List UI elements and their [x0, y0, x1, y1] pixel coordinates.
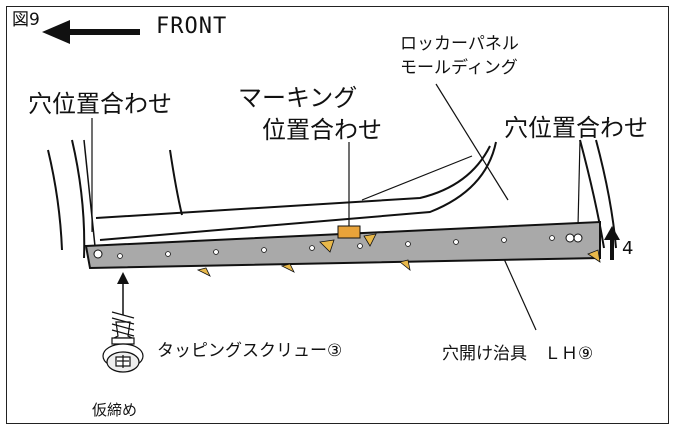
figure-frame	[6, 6, 669, 424]
drill-jig-bar	[84, 220, 601, 270]
marking-label-line2: 位置合わせ	[262, 116, 382, 144]
front-arrow	[42, 20, 140, 44]
screw-insert-arrow	[117, 272, 129, 315]
tapping-screw-label: タッピングスクリュー③	[157, 341, 343, 361]
figure-number: 図9	[12, 10, 40, 30]
drill-jig-label: 穴開け治具 ＬＨ⑨	[442, 344, 594, 364]
temporary-tighten-label: 仮締め	[92, 401, 138, 419]
hole-alignment-right-label: 穴位置合わせ	[504, 114, 648, 142]
rocker-panel-label-line1: ロッカーパネル	[400, 34, 519, 54]
leader-lines	[91, 83, 581, 331]
door-edge-line	[169, 149, 183, 216]
tapping-screw	[102, 311, 144, 373]
hole-alignment-left-label: 穴位置合わせ	[28, 90, 172, 118]
front-direction-label: FRONT	[156, 14, 228, 39]
marking-position-clip	[337, 142, 361, 239]
step-number-label: 4	[622, 238, 634, 259]
upward-arrow	[604, 226, 620, 260]
rocker-panel-label-line2: モールディング	[400, 58, 518, 78]
moulding-clips	[196, 233, 601, 277]
marking-label-line1: マーキング	[238, 84, 358, 112]
left-wheel-arch	[47, 139, 97, 259]
